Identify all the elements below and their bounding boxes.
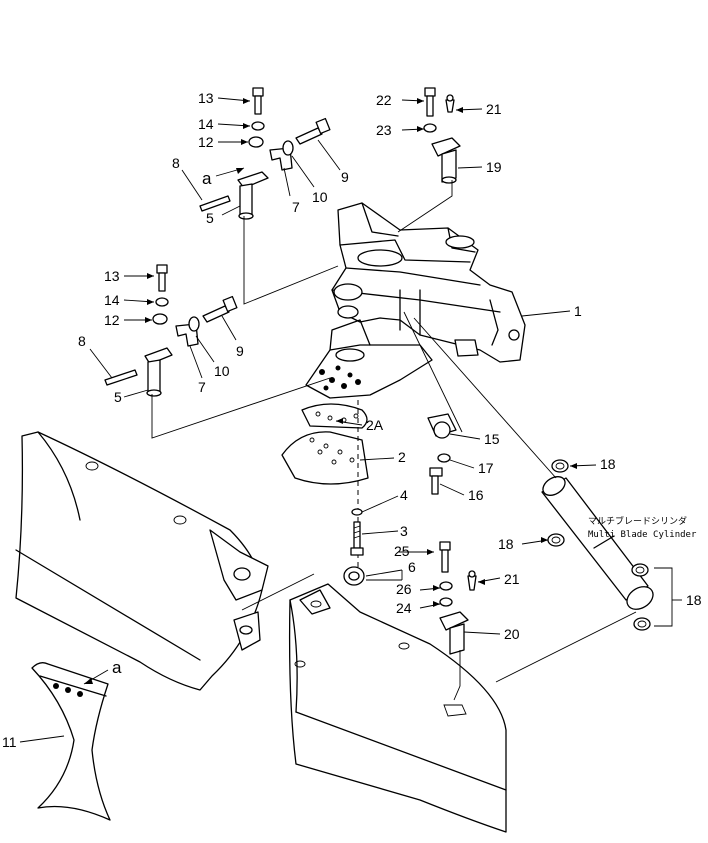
pivot-base xyxy=(305,319,433,399)
bolt-13-lower xyxy=(156,264,168,292)
callout-2A: 2A xyxy=(366,417,384,433)
callout-9-upper: 9 xyxy=(341,169,349,185)
left-blade xyxy=(15,431,269,691)
callout-12-lower: 12 xyxy=(104,312,120,328)
bolt-3 xyxy=(350,521,364,556)
pin-20 xyxy=(439,611,469,655)
callout-11: 11 xyxy=(2,734,17,750)
callout-13-upper: 13 xyxy=(198,90,214,106)
callout-20: 20 xyxy=(504,626,520,642)
wear-plate-2 xyxy=(281,431,369,485)
callout-8-upper: 8 xyxy=(172,155,180,171)
callout-16: 16 xyxy=(468,487,484,503)
bolt-25 xyxy=(439,541,451,573)
bolt-13-upper xyxy=(252,87,264,115)
callout-labels: 13 14 12 8 a 5 7 10 9 22 21 23 19 13 14 … xyxy=(2,90,702,750)
callout-14-lower: 14 xyxy=(104,292,120,308)
washer-10-lower xyxy=(188,316,200,332)
collar-12-lower xyxy=(152,313,168,325)
callout-a-upper: a xyxy=(202,169,212,188)
callout-26: 26 xyxy=(396,581,412,597)
callout-14-upper: 14 xyxy=(198,116,214,132)
bushing-6 xyxy=(343,566,365,586)
arrowheads xyxy=(84,98,577,684)
callout-21-upper: 21 xyxy=(486,101,502,117)
washer-17 xyxy=(437,453,451,463)
callout-5-lower: 5 xyxy=(114,389,122,405)
callout-22: 22 xyxy=(376,92,392,108)
callout-10-upper: 10 xyxy=(312,189,328,205)
callout-13-lower: 13 xyxy=(104,268,120,284)
bushing-18-c xyxy=(631,563,649,577)
bolt-16 xyxy=(429,467,443,495)
callout-19: 19 xyxy=(486,159,502,175)
washer-24 xyxy=(439,597,453,607)
cylinder-note: マルチブレードシリンダ Multi Blade Cylinder xyxy=(588,515,697,540)
callout-18-right: 18 xyxy=(686,592,702,608)
callout-17: 17 xyxy=(478,460,494,476)
cylinder-note-jp: マルチブレードシリンダ xyxy=(588,515,687,527)
callout-a-lower: a xyxy=(112,658,122,677)
roll-pin-8-upper xyxy=(199,195,231,212)
washer-26 xyxy=(439,581,453,591)
washer-14-lower xyxy=(155,297,169,307)
callout-7-lower: 7 xyxy=(198,379,206,395)
callout-1: 1 xyxy=(574,303,582,319)
callout-7-upper: 7 xyxy=(292,199,300,215)
callout-25: 25 xyxy=(394,543,410,559)
callout-6: 6 xyxy=(408,559,416,575)
callout-12-upper: 12 xyxy=(198,134,214,150)
leader-lines xyxy=(19,97,682,743)
washer-4 xyxy=(351,508,363,516)
washer-10-upper xyxy=(282,140,294,156)
callout-24: 24 xyxy=(396,600,412,616)
roll-pin-8-lower xyxy=(104,369,138,386)
bushing-18-a xyxy=(551,459,569,473)
cylinder-note-en: Multi Blade Cylinder xyxy=(588,530,697,540)
guide-lines xyxy=(151,180,637,701)
bracket-15 xyxy=(427,413,457,439)
bolt-22 xyxy=(424,87,436,117)
callout-21-lower: 21 xyxy=(504,571,520,587)
frame-bracket xyxy=(331,202,526,363)
pin-5-upper xyxy=(237,171,269,220)
pin-5-lower xyxy=(144,347,173,397)
callout-10-lower: 10 xyxy=(214,363,230,379)
pin-19 xyxy=(431,137,461,184)
callout-2: 2 xyxy=(398,449,406,465)
callout-23: 23 xyxy=(376,122,392,138)
callout-18-mid: 18 xyxy=(498,536,514,552)
bushing-18-b xyxy=(547,533,565,547)
edge-piece-11 xyxy=(31,662,111,821)
callout-18-top: 18 xyxy=(600,456,616,472)
collar-12-upper xyxy=(248,136,264,148)
bolt-9-lower xyxy=(202,295,238,323)
callout-4: 4 xyxy=(400,487,408,503)
washer-23 xyxy=(423,123,437,133)
callout-5-upper: 5 xyxy=(206,210,214,226)
callout-3: 3 xyxy=(400,523,408,539)
grease-fitting-21-lower xyxy=(467,570,477,591)
bushing-18-d xyxy=(633,617,651,631)
callout-15: 15 xyxy=(484,431,500,447)
callout-9-lower: 9 xyxy=(236,343,244,359)
grease-fitting-21-upper xyxy=(445,94,455,113)
multi-blade-cylinder xyxy=(541,476,654,610)
bolt-9-upper xyxy=(295,117,331,145)
right-blade xyxy=(288,583,507,833)
callout-8-lower: 8 xyxy=(78,333,86,349)
washer-14-upper xyxy=(251,121,265,131)
